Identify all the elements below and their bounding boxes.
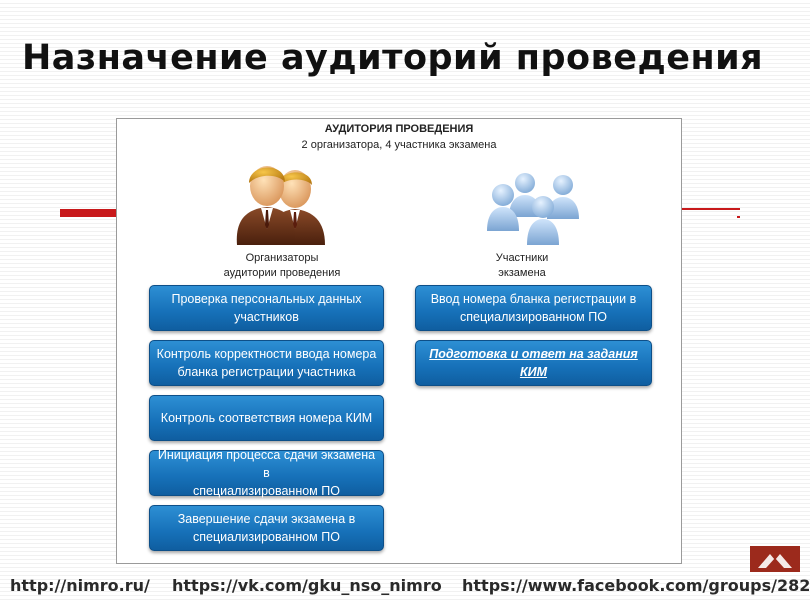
diagram-heading: АУДИТОРИЯ ПРОВЕДЕНИЯ [324,123,474,135]
organizer-task-line: Инициация процесса сдачи экзамена в [157,448,376,480]
organizer-task-line: Контроль корректности ввода номера [156,347,377,361]
organizer-task-start-exam: Инициация процесса сдачи экзамена в спец… [149,448,384,498]
organizers-label: Организаторы аудитории проведения [177,251,387,281]
participant-task-line: Ввод номера бланка регистрации в [430,292,637,306]
footer-links: http://nimro.ru/ https://vk.com/gku_nso_… [0,574,810,600]
footer-link-facebook[interactable]: https://www.facebook.com/groups/282 [462,576,810,595]
participant-task-line: специализированном ПО [460,310,607,324]
organizer-task-check-personal-data: Проверка персональных данных участников [149,285,384,331]
organizer-task-line: Завершение сдачи экзамена в [177,512,356,526]
organizer-task-line: Контроль соответствия номера КИМ [160,411,373,425]
organizer-task-line: бланка регистрации участника [177,365,356,379]
diagram-subheading: 2 организатора, 4 участника экзамена [301,139,497,151]
participants-people-icon [487,173,579,245]
mountain-logo-icon [758,554,792,568]
participants-label: Участники экзамена [467,251,577,281]
red-accent-bar [60,209,120,217]
organizer-task-control-registration-number: Контроль корректности ввода номера бланк… [149,340,384,386]
organizer-task-control-kim-number: Контроль соответствия номера КИМ [149,395,384,441]
footer-link-vk[interactable]: https://vk.com/gku_nso_nimro [172,576,442,595]
organizers-label-line2: аудитории проведения [223,267,341,279]
red-accent-tick [737,216,740,218]
organizer-task-finish-exam: Завершение сдачи экзамена в специализиро… [149,505,384,551]
organizers-people-icon [236,166,325,245]
auditorium-diagram: АУДИТОРИЯ ПРОВЕДЕНИЯ 2 организатора, 4 у… [116,118,682,564]
organizer-task-line: специализированном ПО [193,484,340,498]
participants-label-line1: Участники [495,252,549,264]
red-accent-line [682,208,740,210]
footer-link-nimro[interactable]: http://nimro.ru/ [10,576,150,595]
slide-title: Назначение аудиторий проведения [22,38,764,78]
organizer-task-line: специализированном ПО [193,530,340,544]
participant-task-enter-registration-number: Ввод номера бланка регистрации в специал… [415,285,652,331]
participants-label-line2: экзамена [498,267,546,279]
participant-task-line: КИМ [519,365,548,379]
organizer-task-line: Проверка персональных данных [171,292,362,306]
organizers-label-line1: Организаторы [245,252,319,264]
corner-logo [750,546,800,572]
participant-task-answer-kim: Подготовка и ответ на задания КИМ [415,340,652,386]
participant-task-line: Подготовка и ответ на задания [429,347,638,361]
organizer-task-line: участников [234,310,299,324]
